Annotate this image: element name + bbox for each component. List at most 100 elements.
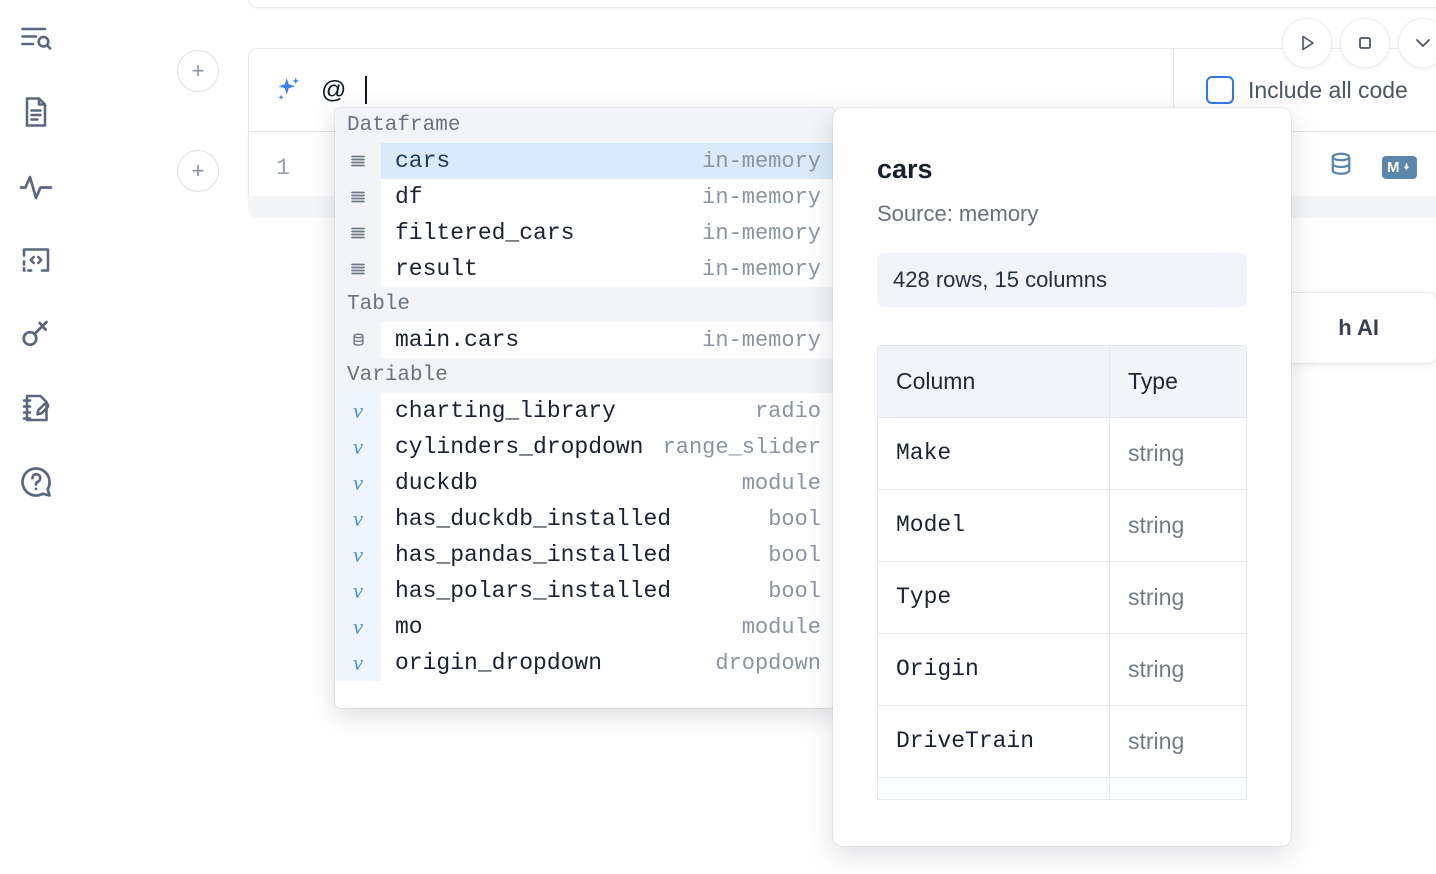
table-row: Model string [878,490,1246,562]
variable-icon: v [335,429,381,465]
variable-icon: v [335,573,381,609]
autocomplete-item-name: main.cars [395,327,520,353]
autocomplete-item-meta: range_slider [662,434,821,460]
autocomplete-item-main-cars[interactable]: main.cars in-memory [335,322,835,358]
autocomplete-item-name: result [395,256,478,282]
dataframe-detail-panel: cars Source: memory 428 rows, 15 columns… [833,108,1291,846]
variable-icon: v [335,645,381,681]
autocomplete-item-meta: in-memory [702,148,821,174]
autocomplete-item-cars[interactable]: cars in-memory [335,143,835,179]
outline-search-icon[interactable] [16,18,56,58]
autocomplete-item-result[interactable]: result in-memory [335,251,835,287]
activity-icon[interactable] [16,166,56,206]
autocomplete-item-meta: dropdown [715,650,821,676]
sparkle-icon [273,75,303,105]
autocomplete-group-title: Table [335,287,835,322]
dataframe-icon [335,179,381,215]
autocomplete-item-meta: module [741,470,821,496]
autocomplete-item-meta: in-memory [702,256,821,282]
autocomplete-item-meta: module [741,614,821,640]
table-db-icon [335,322,381,358]
variable-icon: v [335,393,381,429]
column-type: string [1128,656,1185,682]
column-name: Origin [878,634,1110,705]
detail-title: cars [877,154,933,184]
detail-source: Source: memory [877,201,1039,226]
table-header-row: Column Type [878,346,1246,418]
add-cell-button-top[interactable]: + [177,50,219,92]
autocomplete-item-meta: bool [768,506,821,532]
variable-icon: v [335,609,381,645]
add-cell-button-bottom[interactable]: + [177,150,219,192]
text-caret [365,76,368,104]
type-header: Type [1128,368,1178,394]
autocomplete-item-name: origin_dropdown [395,650,603,676]
autocomplete-item-name: has_duckdb_installed [395,506,672,532]
database-icon[interactable] [1326,150,1356,185]
variable-icon: v [335,537,381,573]
autocomplete-item-name: cylinders_dropdown [395,434,644,460]
help-chat-icon[interactable] [16,462,56,502]
table-row: Type string [878,562,1246,634]
column-name: Make [878,418,1110,489]
include-all-code-label: Include all code [1248,76,1408,103]
autocomplete-item-filtered-cars[interactable]: filtered_cars in-memory [335,215,835,251]
line-number: 1 [276,154,290,181]
ai-hint-card[interactable]: h AI [1270,292,1436,364]
autocomplete-item-origin-dropdown[interactable]: v origin_dropdown dropdown [335,645,835,681]
autocomplete-group-title: Variable [335,358,835,393]
variable-icon: v [335,465,381,501]
autocomplete-item-name: df [395,184,423,210]
code-brackets-icon[interactable] [16,240,56,280]
stop-button[interactable] [1340,18,1390,68]
autocomplete-item-mo[interactable]: v mo module [335,609,835,645]
dataframe-icon [335,251,381,287]
cell-tools: M [1326,150,1436,185]
column-name: DriveTrain [878,706,1110,777]
ai-prompt-input[interactable]: @ [249,49,1174,131]
autocomplete-item-has-polars-installed[interactable]: v has_polars_installed bool [335,573,835,609]
autocomplete-item-duckdb[interactable]: v duckdb module [335,465,835,501]
table-row: Make string [878,418,1246,490]
autocomplete-item-meta: in-memory [702,184,821,210]
autocomplete-item-has-pandas-installed[interactable]: v has_pandas_installed bool [335,537,835,573]
column-type: string [1128,728,1185,754]
include-all-code-row[interactable]: Include all code [1174,76,1436,104]
markdown-badge-letter: M [1387,159,1400,176]
autocomplete-item-meta: bool [768,578,821,604]
table-row-partial [878,778,1246,800]
autocomplete-item-meta: in-memory [702,220,821,246]
column-type: string [1128,512,1185,538]
autocomplete-item-name: cars [395,148,451,174]
sidebar [0,0,72,874]
autocomplete-item-cylinders-dropdown[interactable]: v cylinders_dropdown range_slider [335,429,835,465]
variable-icon: v [335,501,381,537]
autocomplete-dropdown[interactable]: Dataframe cars in-memory df in-memory fi… [335,108,835,708]
notebook-edit-icon[interactable] [16,388,56,428]
column-name: Model [878,490,1110,561]
autocomplete-item-meta: bool [768,542,821,568]
autocomplete-group-title: Dataframe [335,108,835,143]
column-type: string [1128,584,1185,610]
include-all-code-checkbox[interactable] [1206,76,1234,104]
more-actions-button[interactable] [1398,18,1436,68]
cell-above [248,0,1436,8]
key-icon[interactable] [16,314,56,354]
column-name [878,778,1110,799]
autocomplete-item-charting-library[interactable]: v charting_library radio [335,393,835,429]
column-name: Type [878,562,1110,633]
ai-prompt-text: @ [321,75,347,104]
autocomplete-item-name: has_polars_installed [395,578,672,604]
autocomplete-item-name: duckdb [395,470,478,496]
table-row: Origin string [878,634,1246,706]
markdown-icon[interactable]: M [1382,156,1417,179]
autocomplete-item-name: charting_library [395,398,616,424]
run-button[interactable] [1282,18,1332,68]
document-icon[interactable] [16,92,56,132]
autocomplete-item-has-duckdb-installed[interactable]: v has_duckdb_installed bool [335,501,835,537]
column-header: Column [878,346,1110,417]
autocomplete-item-meta: radio [754,398,821,424]
detail-schema-table: Column Type Make string Model string Typ… [877,345,1247,800]
detail-shape-badge: 428 rows, 15 columns [877,253,1247,307]
autocomplete-item-df[interactable]: df in-memory [335,179,835,215]
